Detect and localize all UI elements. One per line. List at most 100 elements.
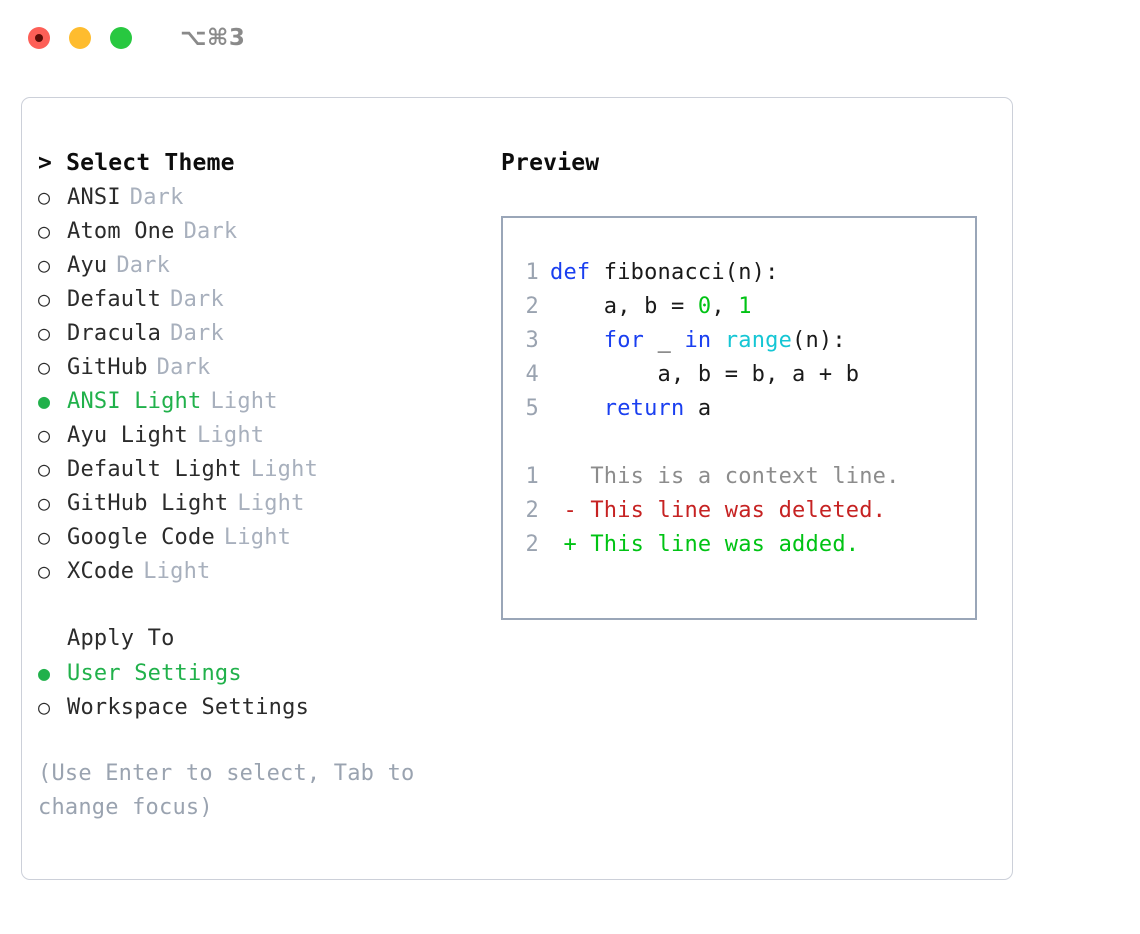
option-kind-badge: Dark (170, 321, 224, 346)
radio-unselected-icon: ○ (38, 253, 51, 277)
radio-unselected-icon: ○ (38, 355, 51, 379)
theme-option-github[interactable]: ○ GitHub Dark (38, 350, 490, 384)
option-label: ANSI Light (67, 389, 202, 414)
select-theme-heading: > Select Theme (38, 150, 235, 176)
option-kind-badge: Dark (170, 287, 224, 312)
code-spacer (503, 426, 975, 460)
line-content: def fibonacci(n): (550, 256, 779, 290)
radio-unselected-icon: ○ (38, 525, 51, 549)
line-number: 2 (525, 498, 539, 523)
line-number: 4 (525, 362, 539, 387)
token-txt: a (684, 396, 712, 421)
close-button[interactable] (28, 27, 50, 49)
preview-column: Preview 1 def fibonacci(n): 2 a, b = 0, 1 3… (501, 146, 991, 620)
apply-to-heading: Apply To (67, 626, 175, 651)
line-content: This is a context line. (550, 460, 900, 494)
token-txt: _ (644, 328, 685, 353)
radio-unselected-icon: ○ (38, 423, 51, 447)
line-content: a, b = b, a + b (550, 358, 860, 392)
diff-line: 2 + This line was added. (503, 528, 975, 562)
token-txt (550, 396, 604, 421)
theme-option-default[interactable]: ○ Default Dark (38, 282, 490, 316)
token-kw: in (684, 328, 712, 353)
token-txt: fibonacci(n): (603, 260, 779, 285)
line-number: 1 (525, 464, 539, 489)
option-kind-badge: Light (237, 491, 305, 516)
radio-selected-icon: ● (38, 389, 51, 413)
token-txt (711, 328, 724, 353)
radio-unselected-icon: ○ (38, 491, 51, 515)
radio-unselected-icon: ○ (38, 321, 51, 345)
radio-unselected-icon: ○ (38, 559, 51, 583)
option-kind-badge: Light (250, 457, 319, 482)
token-num: 0 (697, 294, 712, 319)
preview-heading: Preview (501, 150, 600, 176)
option-kind-badge: Dark (156, 355, 211, 380)
theme-option-dracula[interactable]: ○ Dracula Dark (38, 316, 490, 350)
option-kind-badge: Light (223, 525, 292, 550)
line-content: + This line was added. (550, 528, 859, 562)
code-line: 1 def fibonacci(n): (503, 256, 975, 290)
option-label: ANSI (67, 185, 121, 210)
option-label: Dracula (67, 321, 162, 346)
option-label: XCode (67, 559, 135, 584)
option-kind-badge: Light (197, 423, 265, 448)
radio-unselected-icon: ○ (38, 219, 51, 243)
theme-option-default-light[interactable]: ○ Default Light Light (38, 452, 490, 486)
option-kind-badge: Dark (129, 185, 184, 210)
line-content: - This line was deleted. (550, 494, 886, 528)
radio-unselected-icon: ○ (38, 185, 51, 209)
radio-unselected-icon: ○ (38, 287, 51, 311)
theme-option-xcode[interactable]: ○ XCode Light (38, 554, 490, 588)
option-label: Default Light (67, 457, 242, 482)
option-label: GitHub (67, 355, 148, 380)
token-txt: a, b = b, a + b (550, 362, 860, 387)
title-bar: ⌥⌘3 (0, 0, 1140, 76)
line-number: 2 (525, 532, 539, 557)
line-content: for _ in range(n): (550, 324, 846, 358)
token-txt: a, b = (550, 294, 698, 319)
line-content: return a (550, 392, 711, 426)
theme-option-github-light[interactable]: ○ GitHub Light Light (38, 486, 490, 520)
line-number: 2 (525, 294, 539, 319)
line-content: a, b = 0, 1 (550, 290, 752, 324)
line-number: 3 (525, 328, 539, 353)
code-sample-block: 1 def fibonacci(n): 2 a, b = 0, 1 3 for _ i… (503, 256, 975, 426)
apply-to-option-list[interactable]: ● User Settings ○Workspace Settings (38, 656, 490, 724)
option-label: Ayu (67, 253, 108, 278)
keyboard-hint-text: (Use Enter to select, Tab to change focu… (38, 761, 428, 820)
apply-option-user-settings[interactable]: ● User Settings (38, 656, 490, 690)
radio-unselected-icon: ○ (38, 457, 51, 481)
theme-option-ayu-light[interactable]: ○ Ayu Light Light (38, 418, 490, 452)
token-kw: return (603, 396, 685, 421)
line-number: 1 (525, 260, 539, 285)
option-kind-badge: Light (210, 389, 278, 414)
token-txt (550, 328, 604, 353)
diff-line: 2 - This line was deleted. (503, 494, 975, 528)
code-line: 5 return a (503, 392, 975, 426)
token-kw: for (603, 328, 645, 353)
option-kind-badge: Light (143, 559, 211, 584)
token-ctx: This is a context line. (550, 464, 900, 489)
option-label: Default (67, 287, 162, 312)
token-kw: def (550, 260, 604, 285)
theme-option-ansi[interactable]: ○ ANSI Dark (38, 180, 490, 214)
option-label: Ayu Light (67, 423, 189, 448)
option-label: GitHub Light (67, 491, 229, 516)
option-label: Atom One (67, 219, 175, 244)
maximize-button[interactable] (110, 27, 132, 49)
theme-option-ansi-light[interactable]: ● ANSI Light Light (38, 384, 490, 418)
minimize-button[interactable] (69, 27, 91, 49)
traffic-light-group (28, 27, 132, 49)
radio-selected-icon: ● (38, 661, 51, 685)
code-line: 4 a, b = b, a + b (503, 358, 975, 392)
option-label: User Settings (67, 661, 242, 686)
apply-option-workspace-settings[interactable]: ○Workspace Settings (38, 690, 490, 724)
token-num: 1 (738, 294, 752, 319)
option-label: Workspace Settings (67, 695, 310, 720)
